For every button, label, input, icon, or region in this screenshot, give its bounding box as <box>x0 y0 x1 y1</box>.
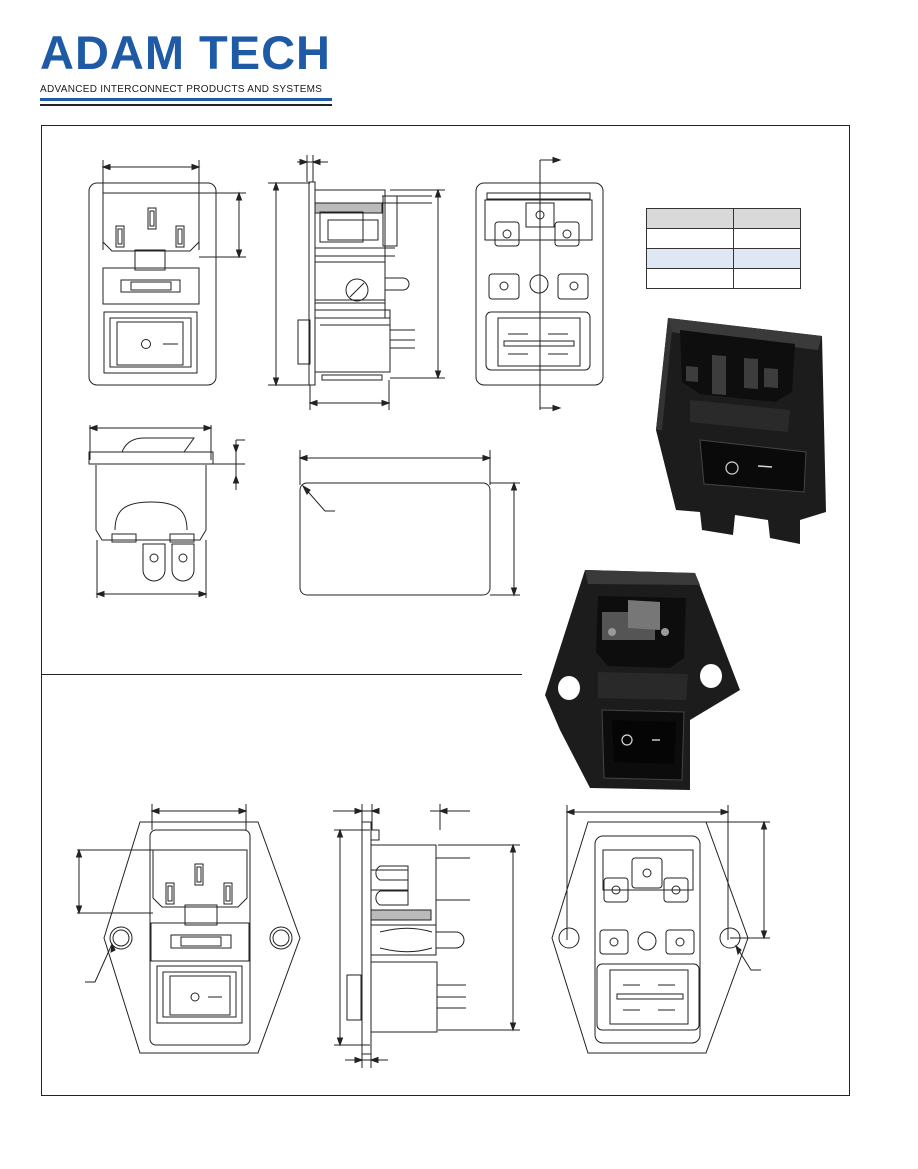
brand-logo: ADAM TECH <box>40 26 335 106</box>
brand-name: ADAM TECH <box>40 26 331 79</box>
flange-front-view-drawing <box>75 804 301 1054</box>
rear-view-drawing <box>475 156 604 412</box>
product-photo-screw-mount <box>545 570 740 790</box>
logo-underline <box>40 98 332 101</box>
table-row <box>646 228 801 249</box>
panel-cutout-drawing <box>298 450 520 597</box>
top-view-drawing <box>88 424 245 598</box>
table-row <box>646 208 801 229</box>
front-view-drawing <box>88 160 246 386</box>
flange-rear-view-drawing <box>551 805 770 1054</box>
section-divider <box>41 674 522 675</box>
side-view-drawing <box>268 155 445 410</box>
table-row <box>646 268 801 289</box>
product-photo-snap-in <box>656 318 826 544</box>
flange-side-view-drawing <box>333 804 520 1068</box>
brand-tagline: ADVANCED INTERCONNECT PRODUCTS AND SYSTE… <box>40 84 323 95</box>
spec-table <box>646 208 801 289</box>
logo-underline-thin <box>40 104 332 106</box>
drawing-frame <box>41 125 850 1096</box>
table-row <box>646 248 801 269</box>
